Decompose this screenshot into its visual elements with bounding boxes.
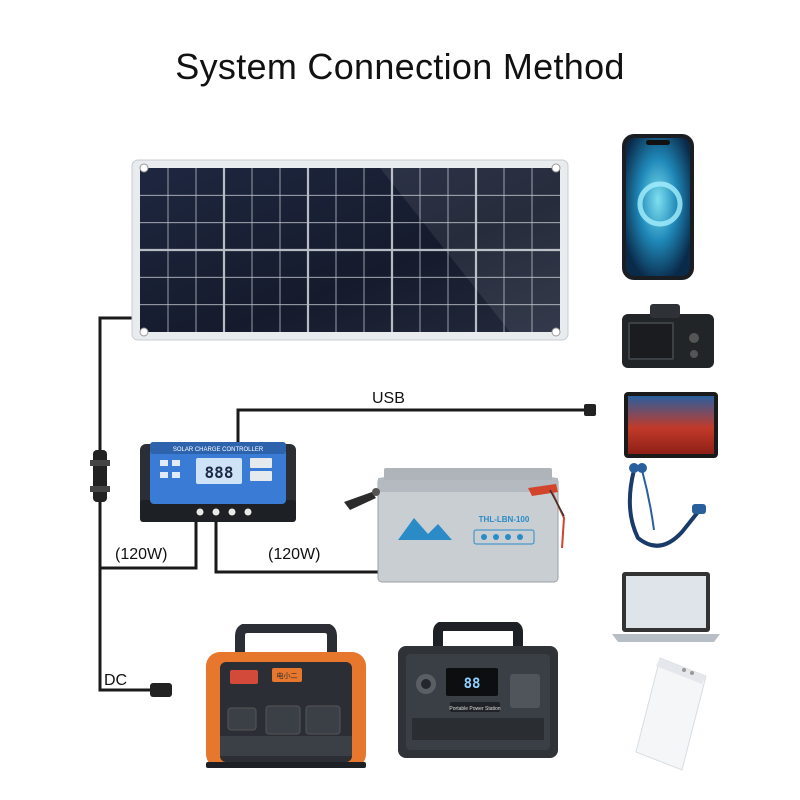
portable-power-station-black: 88 Portable Power Station xyxy=(398,622,558,758)
controller-header: SOLAR CHARGE CONTROLLER xyxy=(173,447,264,453)
orange-station-brand: 电小二 xyxy=(277,671,298,680)
laptop xyxy=(612,572,720,642)
panel-to-controller-wire xyxy=(100,520,198,570)
controller-to-battery-wire xyxy=(214,520,380,574)
earphones xyxy=(627,463,706,548)
battery: THL-LBN-100 xyxy=(344,468,566,583)
mc4-connector xyxy=(90,450,110,502)
portable-power-station-orange: 电小二 xyxy=(206,624,366,768)
solar-panel xyxy=(131,159,569,341)
black-station-plate: Portable Power Station xyxy=(449,706,500,712)
power-label-right: (120W) xyxy=(268,546,321,563)
controller-display: 888 xyxy=(205,463,234,482)
usb-wire xyxy=(236,408,586,442)
black-station-display: 88 xyxy=(464,676,481,692)
smartphone xyxy=(622,134,694,280)
usb-plug xyxy=(584,404,596,416)
battery-model: THL-LBN-100 xyxy=(479,515,530,524)
power-bank xyxy=(635,657,707,771)
usb-label: USB xyxy=(372,390,405,407)
tablet xyxy=(624,392,718,458)
dc-plug xyxy=(150,683,172,697)
panel-trunk-wire xyxy=(98,316,150,692)
camera xyxy=(622,304,714,368)
dc-label: DC xyxy=(104,672,128,689)
power-label-left: (120W) xyxy=(115,546,168,563)
diagram-title: System Connection Method xyxy=(175,46,625,87)
charge-controller: SOLAR CHARGE CONTROLLER 888 xyxy=(140,442,296,522)
